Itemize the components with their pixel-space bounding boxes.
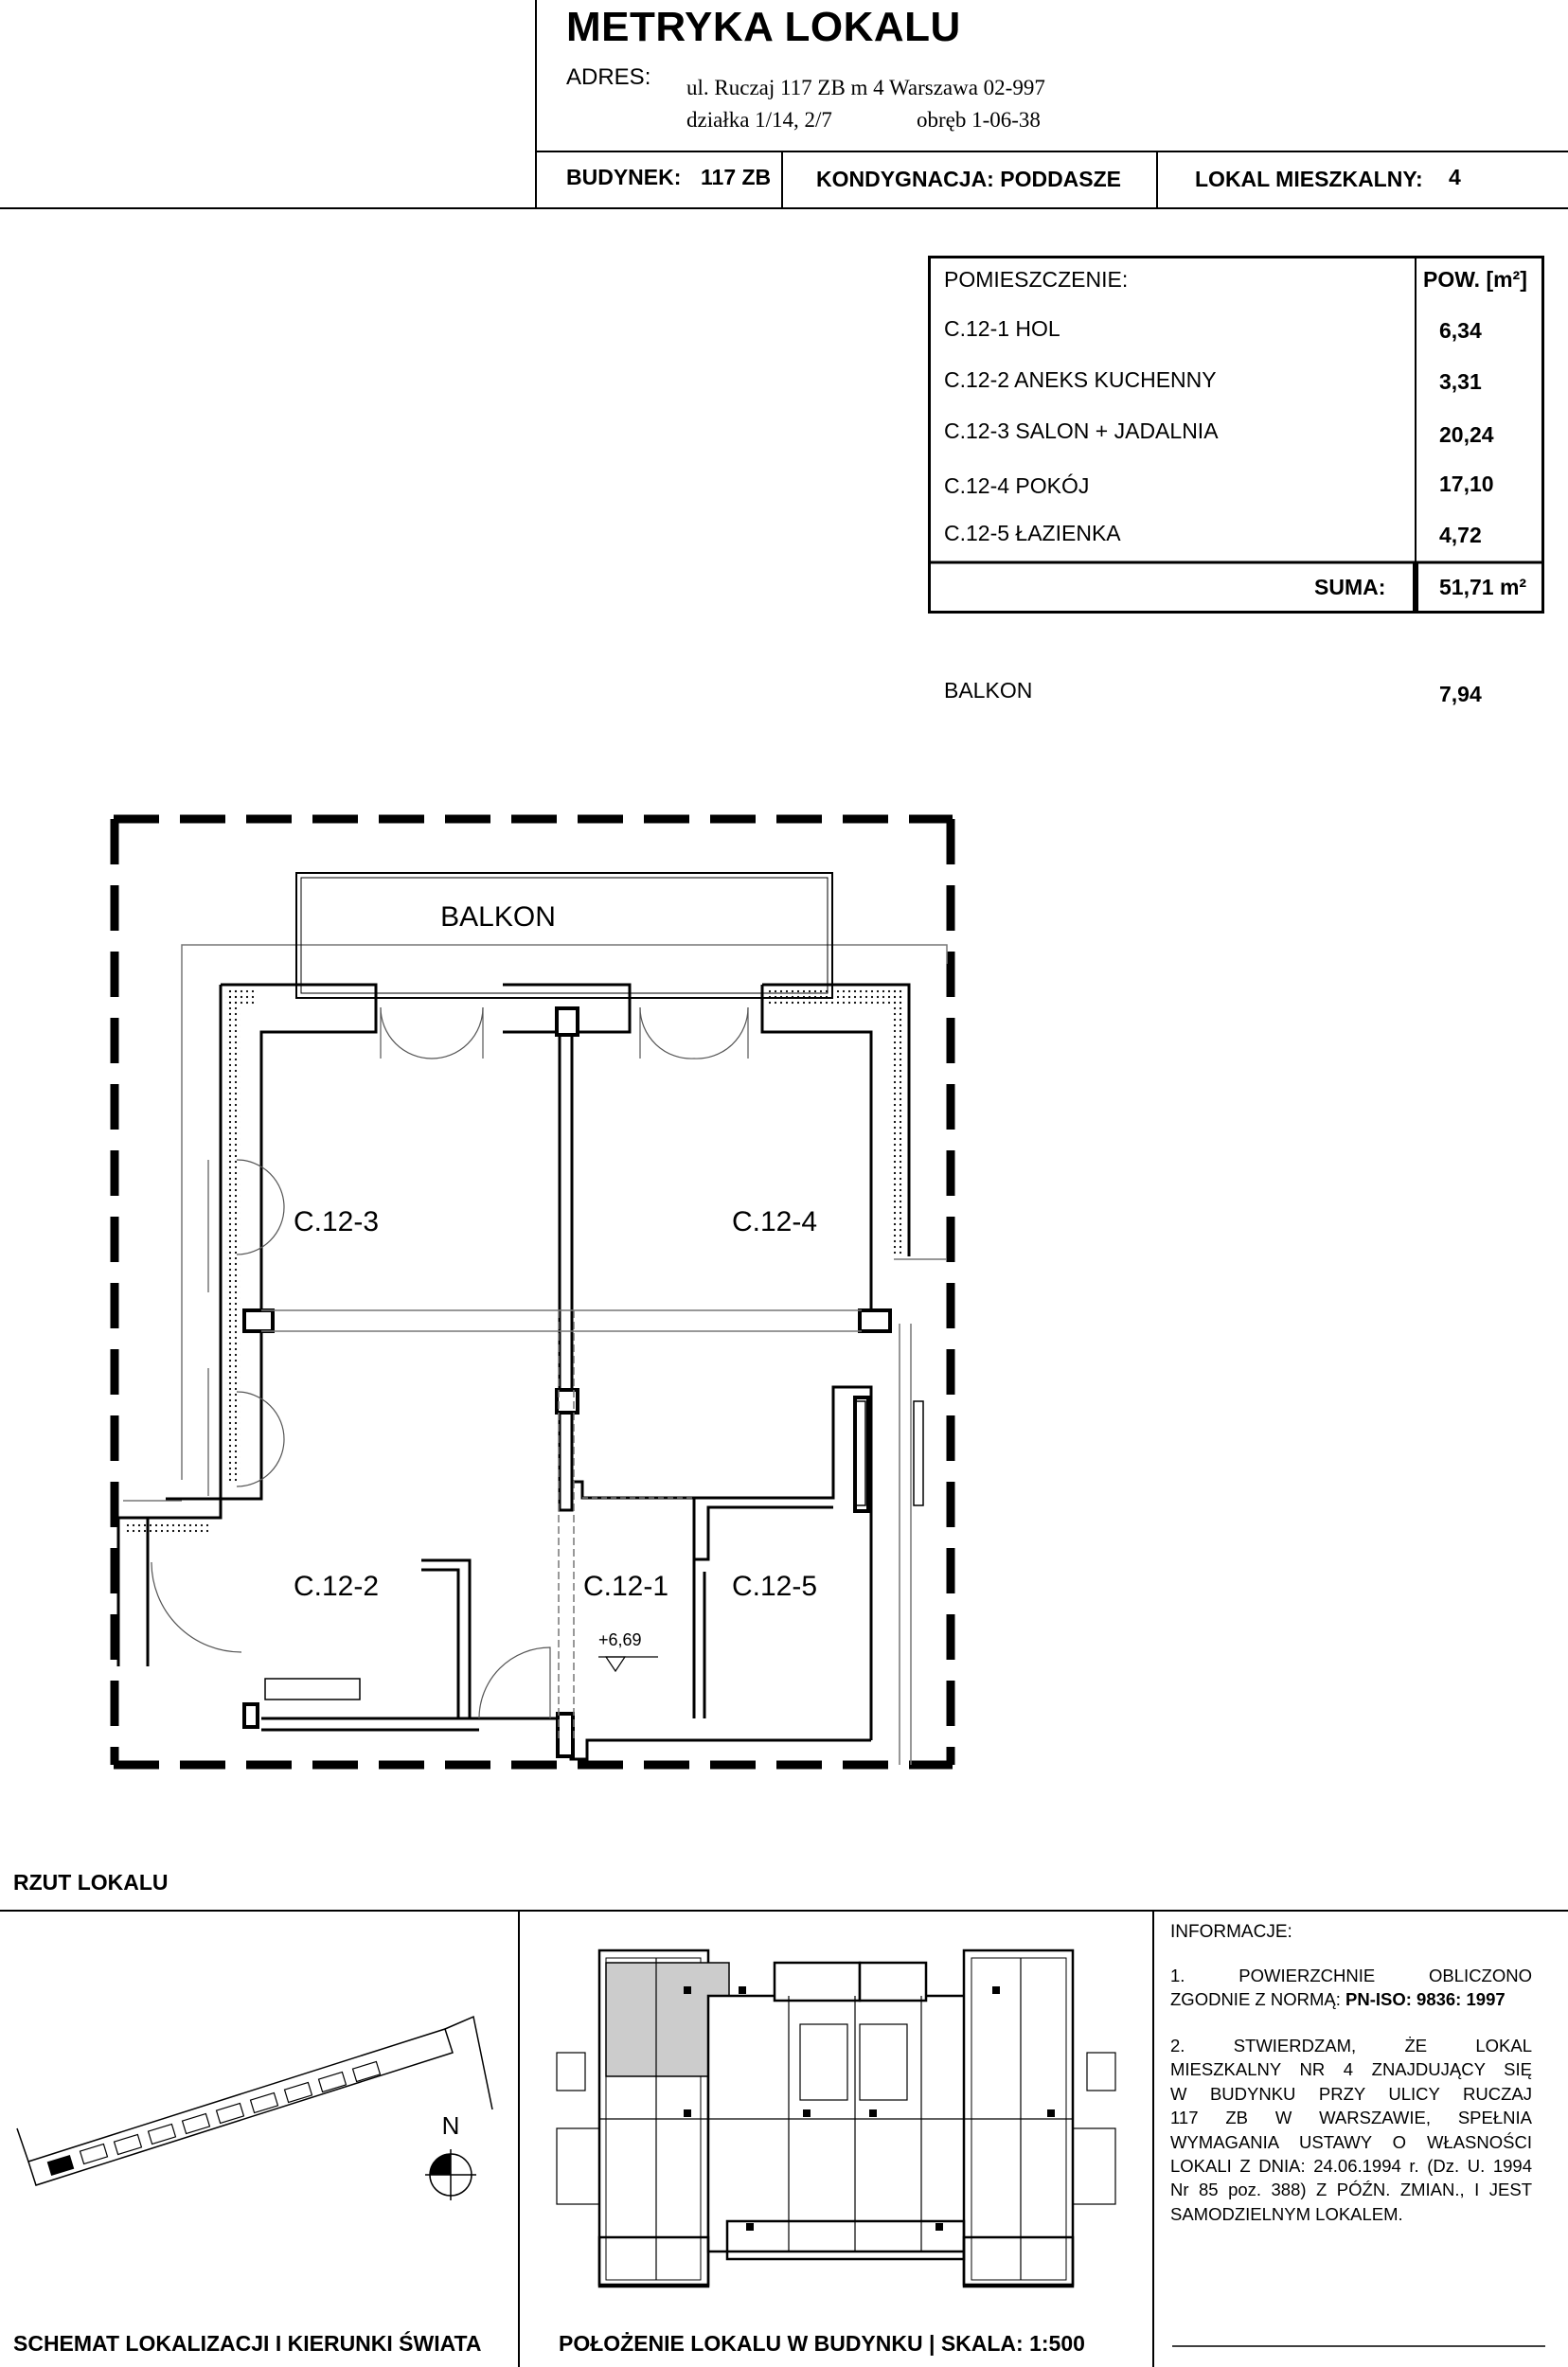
- address-label: ADRES:: [566, 64, 651, 90]
- info-p1-norm: PN-ISO: 9836: 1997: [1345, 1989, 1506, 2010]
- area-table-grid: [928, 256, 1544, 614]
- info-p2-line: 2. STWIERDZAM, ŻE LOKAL: [1170, 2036, 1532, 2056]
- info-p2-line: W BUDYNKU PRZY ULICY RUCZAJ: [1170, 2083, 1532, 2104]
- room-label-c12-4: C.12-4: [732, 1206, 817, 1237]
- section-schemat: SCHEMAT LOKALIZACJI I KIERUNKI ŚWIATA: [13, 2331, 482, 2356]
- info-p2-line: 117 ZB W WARSZAWIE, SPEŁNIA: [1170, 2108, 1532, 2128]
- balcony-area: [295, 872, 833, 999]
- table-row-room: C.12-4 POKÓJ: [944, 473, 1090, 498]
- table-row-room: C.12-1 HOL: [944, 316, 1060, 341]
- address-parcel: działka 1/14, 2/7: [686, 108, 832, 132]
- info-p2-line: Nr 85 poz. 388) Z PÓŹN. ZMIAN., I JEST: [1170, 2180, 1532, 2200]
- budynek-value: 117 ZB: [701, 165, 772, 189]
- building-key-plan: [556, 1949, 1116, 2288]
- north-arrow-icon: [425, 2149, 476, 2200]
- table-sum-label: SUMA:: [1314, 575, 1386, 599]
- info-p1-text: ZGODNIE Z NORMĄ:: [1170, 1989, 1345, 2010]
- address-precinct: obręb 1-06-38: [917, 108, 1041, 132]
- table-row-area: 20,24: [1439, 422, 1494, 447]
- plan-balkon-label: BALKON: [440, 901, 556, 933]
- table-row-area: 6,34: [1439, 318, 1482, 343]
- north-label: N: [442, 2111, 460, 2140]
- info-p1-line: 1. POWIERZCHNIE OBLICZONO: [1170, 1966, 1532, 1985]
- table-sum-value: 51,71 m²: [1439, 575, 1527, 599]
- info-p2-line: MIESZKALNY NR 4 ZNAJDUJĄCY SIĘ: [1170, 2059, 1532, 2080]
- table-header-area: POW. [m²]: [1423, 267, 1527, 292]
- kondygnacja: KONDYGNACJA: PODDASZE: [816, 167, 1122, 191]
- address-line-1: ul. Ruczaj 117 ZB m 4 Warszawa 02-997: [686, 76, 1045, 99]
- table-row-area: 17,10: [1439, 472, 1494, 496]
- table-row-area: 4,72: [1439, 523, 1482, 547]
- area-table: [928, 256, 1544, 614]
- room-label-c12-1: C.12-1: [583, 1571, 668, 1602]
- level-mark-icon: [604, 1656, 627, 1673]
- room-label-c12-3: C.12-3: [294, 1206, 379, 1237]
- lokal-label: LOKAL MIESZKALNY:: [1195, 167, 1423, 191]
- info-p2-line: LOKALI Z DNIA: 24.06.1994 r. (Dz. U. 199…: [1170, 2156, 1532, 2177]
- info-title: INFORMACJE:: [1170, 1922, 1292, 1942]
- level-mark: +6,69: [598, 1630, 642, 1649]
- lokal-value: 4: [1449, 165, 1461, 189]
- info-p2-line: WYMAGANIA USTAWY O WŁASNOŚCI: [1170, 2131, 1532, 2152]
- page-title: METRYKA LOKALU: [566, 4, 961, 50]
- room-label-c12-2: C.12-2: [294, 1571, 379, 1602]
- floor-plan: BALKON C.12-3 C.12-4 C.12-2 C.12-1 C.12-…: [110, 814, 955, 1770]
- info-p2-line: SAMODZIELNYM LOKALEM.: [1170, 2203, 1403, 2224]
- table-row-room: C.12-3 SALON + JADALNIA: [944, 418, 1219, 443]
- table-row-area: 3,31: [1439, 369, 1482, 394]
- section-rzut: RZUT LOKALU: [13, 1870, 169, 1895]
- room-label-c12-5: C.12-5: [732, 1571, 817, 1602]
- balcony-area: 7,94: [1439, 682, 1482, 706]
- balcony-label: BALKON: [944, 678, 1033, 703]
- section-polozenie: POŁOŻENIE LOKALU W BUDYNKU | SKALA: 1:50…: [559, 2331, 1085, 2356]
- table-row-room: C.12-2 ANEKS KUCHENNY: [944, 367, 1217, 392]
- plot-boundary: [110, 814, 955, 1770]
- info-paragraph-2: 2. STWIERDZAM, ŻE LOKAL MIESZKALNY NR 4 …: [1170, 2034, 1532, 2226]
- table-row-room: C.12-5 ŁAZIENKA: [944, 521, 1121, 545]
- location-schema: N: [16, 2015, 493, 2200]
- table-header-room: POMIESZCZENIE:: [944, 267, 1129, 292]
- roof-outline: [123, 944, 948, 1765]
- budynek-label: BUDYNEK:: [566, 165, 682, 189]
- info-p1-line: ZGODNIE Z NORMĄ: PN-ISO: 9836: 1997: [1170, 1987, 1532, 2011]
- info-paragraph-1: 1. POWIERZCHNIE OBLICZONO ZGODNIE Z NORM…: [1170, 1964, 1532, 2012]
